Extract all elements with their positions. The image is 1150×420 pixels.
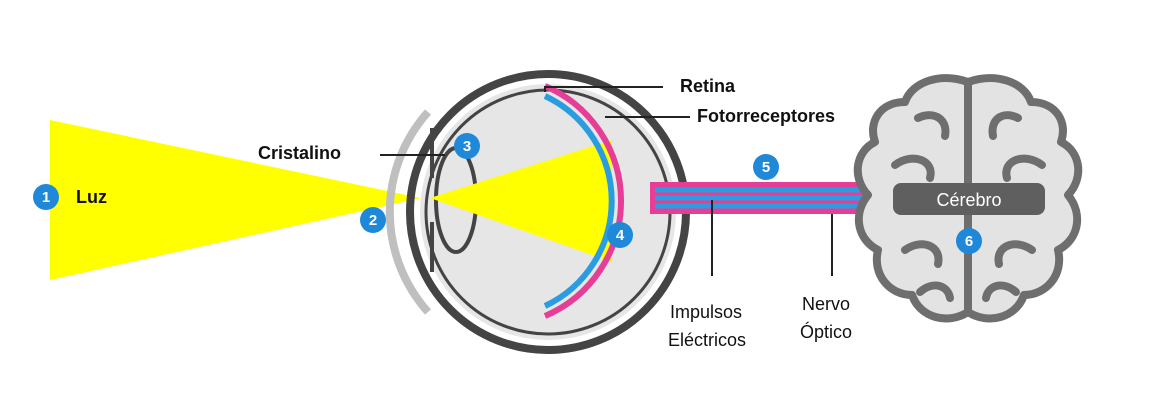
svg-text:1: 1: [42, 189, 50, 206]
label-impulsos-line1: Impulsos: [670, 302, 742, 322]
brain-label-bg: [893, 183, 1045, 215]
eye: [385, 70, 690, 354]
brain-label: Cérebro: [936, 190, 1001, 210]
step-marker-1: 1: [33, 184, 59, 210]
svg-text:6: 6: [965, 233, 973, 250]
brain-fold-8: [982, 281, 1020, 302]
label-impulsos-line2: Eléctricos: [668, 330, 746, 350]
label-luz: Luz: [76, 187, 107, 207]
svg-text:3: 3: [463, 138, 471, 155]
optic-nerve: [650, 182, 865, 214]
svg-text:4: 4: [616, 227, 625, 244]
leader-lines: [380, 86, 833, 276]
light-beam: [50, 120, 612, 280]
photoreceptor-arc: [543, 93, 615, 309]
cornea: [385, 109, 431, 315]
step-marker-2: 2: [360, 207, 386, 233]
step-marker-5: 5: [753, 154, 779, 180]
label-nervo-line2: Óptico: [800, 321, 852, 342]
brain-fold-5: [901, 240, 943, 268]
step-marker-3: 3: [454, 133, 480, 159]
brain-fold-7: [916, 281, 954, 302]
light-cone-inside: [430, 140, 612, 262]
brain-fold-2: [891, 154, 935, 182]
brain-fold-4: [1002, 154, 1046, 182]
svg-text:2: 2: [369, 212, 377, 229]
label-retina: Retina: [680, 76, 736, 96]
step-marker-6: 6: [956, 228, 982, 254]
label-nervo-line1: Nervo: [802, 294, 850, 314]
brain-fold-3: [988, 111, 1022, 140]
svg-text:5: 5: [762, 159, 770, 176]
retina-arc: [543, 83, 625, 319]
brain-fold-1: [914, 111, 950, 140]
label-cristalino: Cristalino: [258, 143, 341, 163]
step-marker-4: 4: [607, 222, 633, 248]
label-fotorreceptores: Fotorreceptores: [697, 106, 835, 126]
leader-retina: [544, 86, 663, 92]
brain-fold-6: [994, 240, 1036, 268]
